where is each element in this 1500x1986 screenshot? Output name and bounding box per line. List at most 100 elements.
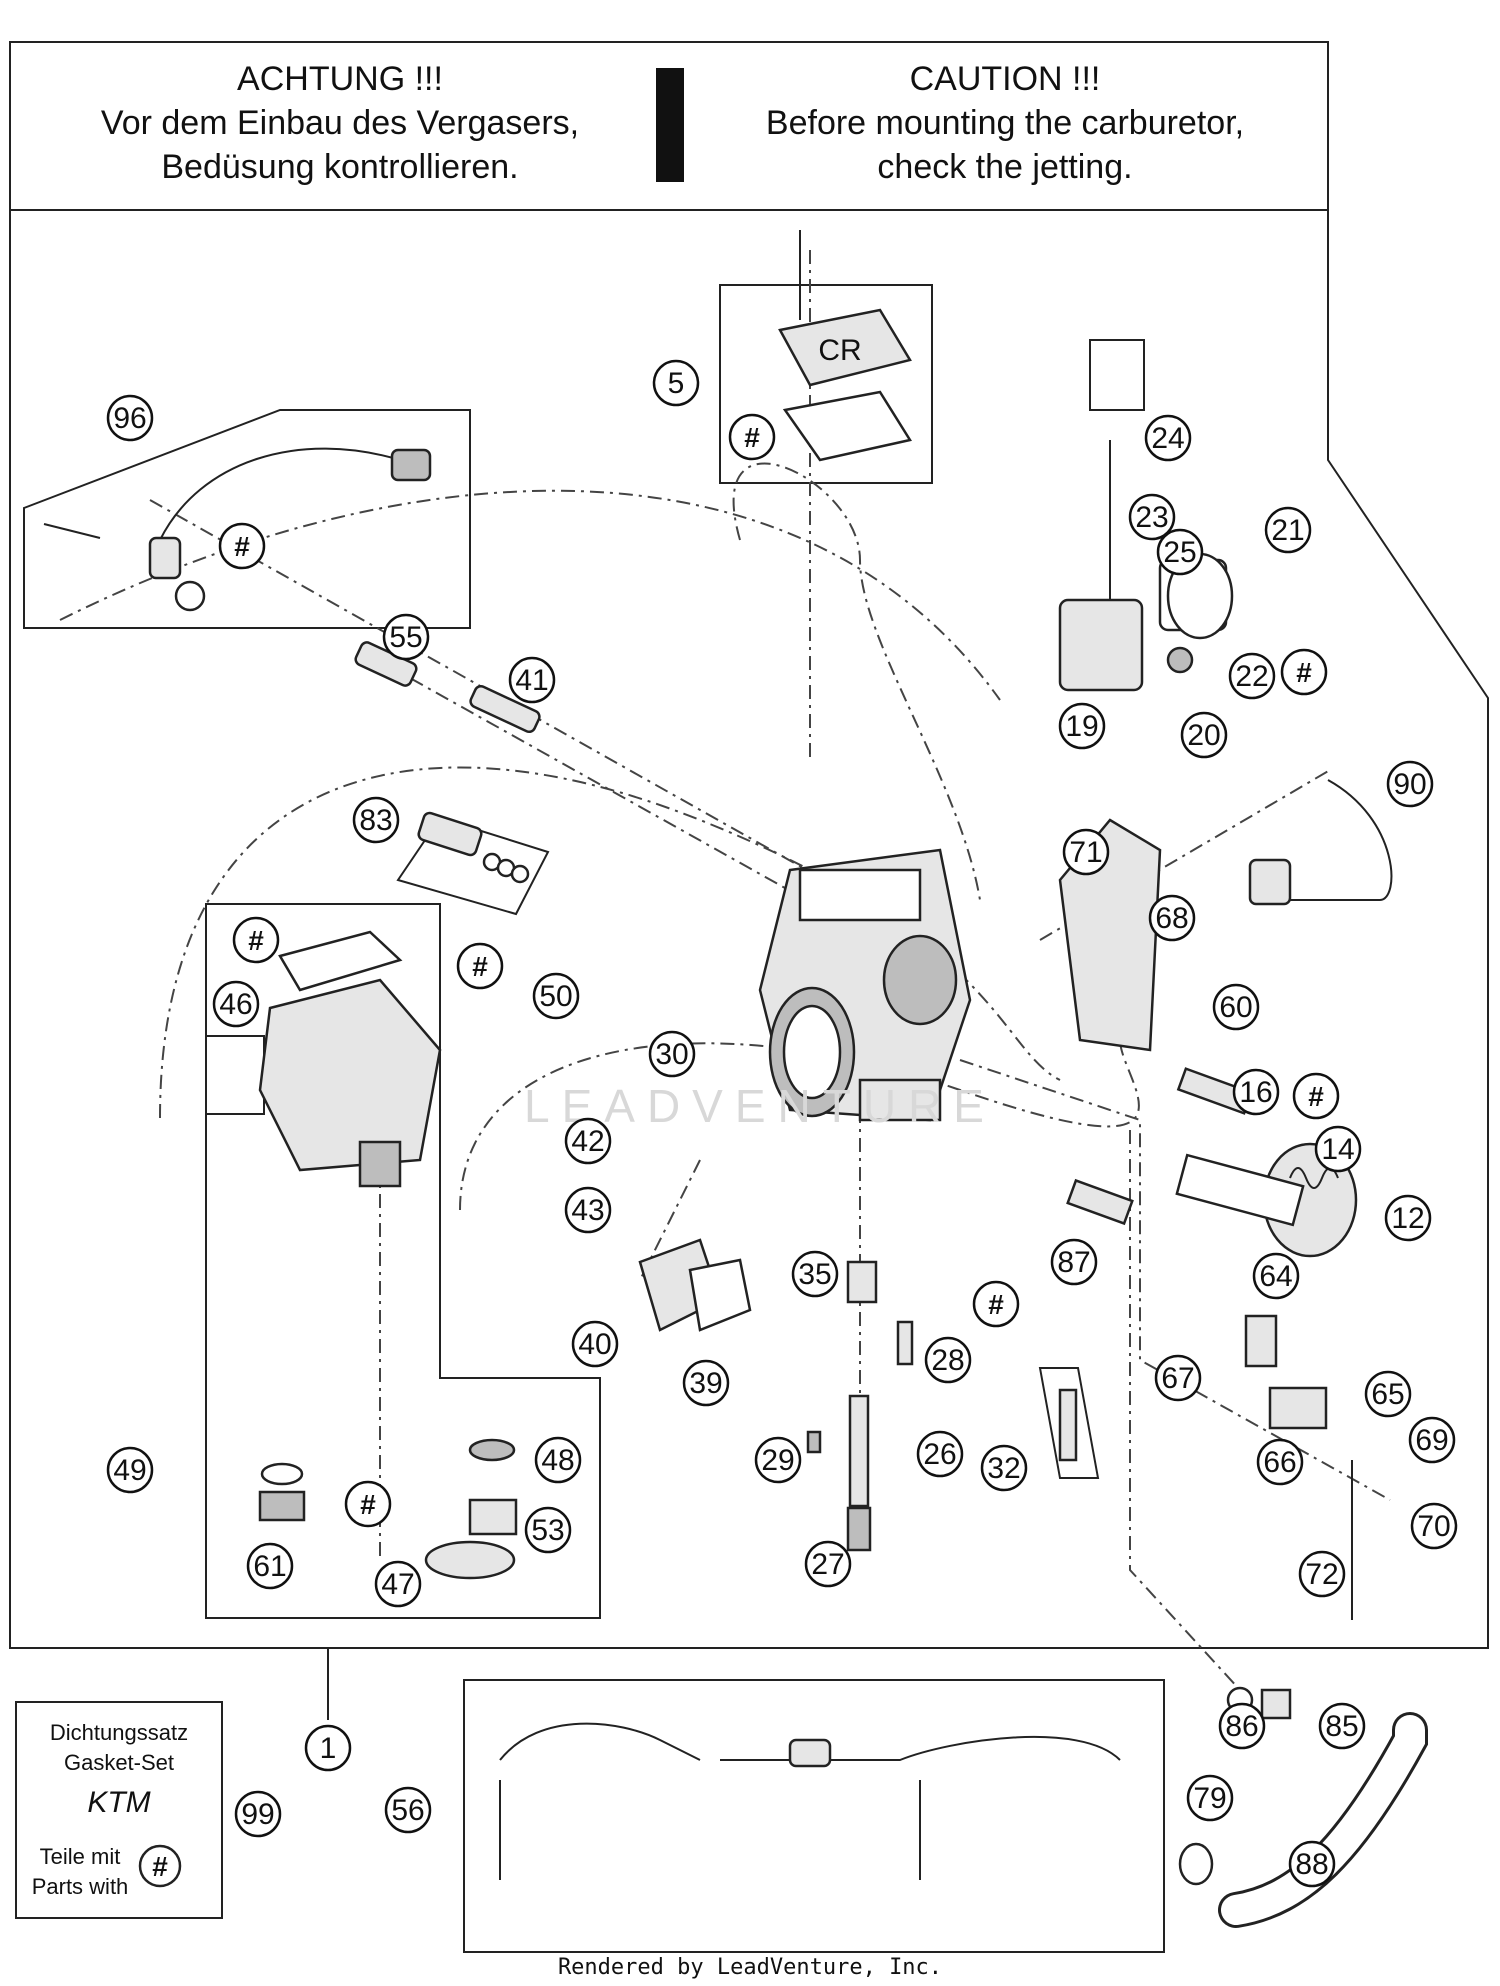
callout-26: 26 [916,1430,964,1478]
float-bowl-group-box [205,903,601,1619]
callout-number: 28 [931,1344,964,1377]
callout-number: 32 [987,1452,1020,1485]
callout-number: 55 [389,621,422,654]
callout-number: 66 [1263,1446,1296,1479]
hash-marker: # [456,942,504,990]
callout-number: 87 [1057,1246,1090,1279]
callout-30: 30 [648,1030,696,1078]
callout-12: 12 [1384,1194,1432,1242]
callout-number: 21 [1271,514,1304,547]
idle-screws [354,641,541,734]
callout-number: 48 [541,1444,574,1477]
callout-number: 65 [1371,1378,1404,1411]
callout-29: 29 [754,1436,802,1484]
throttle-sensor-assembly [43,447,432,612]
hose-path-upper [59,489,1001,701]
callout-number: 16 [1239,1076,1272,1109]
callout-24: 24 [1144,414,1192,462]
callout-56: 56 [384,1786,432,1834]
callout-60: 60 [1212,983,1260,1031]
callout-number: 41 [515,664,548,697]
callout-number: 14 [1321,1133,1354,1166]
callout-number: 85 [1325,1710,1358,1743]
callout-21: 21 [1264,506,1312,554]
carburetor-body [758,848,972,1122]
gasket-set-box [15,1701,223,1919]
parts-with-label-en: Parts with [32,1874,129,1899]
callout-25: 25 [1156,528,1204,576]
callout-number: 61 [253,1550,286,1583]
callout-number: 79 [1193,1782,1226,1815]
callout-number: 5 [668,367,685,400]
center-line-screws [359,649,861,931]
callout-16: 16 [1232,1068,1280,1116]
callout-53: 53 [524,1506,572,1554]
callout-number: 69 [1415,1424,1448,1457]
callout-number: 88 [1295,1848,1328,1881]
hotstart-fitting [417,811,530,884]
callout-number: 71 [1069,836,1102,869]
caution-line2-en: check the jetting. [877,148,1132,186]
callout-42: 42 [564,1117,612,1165]
hose-group-box [463,1679,1165,1953]
throttle-linkage [1058,818,1358,1620]
hose-path-center [732,462,981,901]
callout-28: 28 [924,1336,972,1384]
callout-86: 86 [1218,1702,1266,1750]
callout-number: 72 [1305,1558,1338,1591]
callout-number: 19 [1065,710,1098,743]
hash-marker: # [232,916,280,964]
center-line-hotstart [639,1159,701,1281]
callout-14: 14 [1314,1125,1362,1173]
callout-90: 90 [1386,760,1434,808]
callout-40: 40 [571,1320,619,1368]
callout-49: 49 [106,1446,154,1494]
sensor-group-box [23,409,471,629]
caution-line1-en: Before mounting the carburetor, [766,104,1244,142]
callout-41: 41 [508,656,556,704]
callout-number: 35 [798,1258,831,1291]
hash-marker-text: # [1308,1081,1324,1112]
callout-67: 67 [1154,1354,1202,1402]
exclamation-bar [656,68,684,172]
callout-70: 70 [1410,1502,1458,1550]
lid-label: CR [818,334,861,367]
lid-group-box [719,284,933,484]
callout-number: 27 [811,1548,844,1581]
callout-number: 1 [320,1732,337,1765]
callout-number: 70 [1417,1510,1450,1543]
callout-number: 39 [689,1367,722,1400]
callout-47: 47 [374,1560,422,1608]
callout-88: 88 [1288,1840,1336,1888]
callout-number: 24 [1151,422,1184,455]
callout-number: 23 [1135,501,1168,534]
callout-number: 22 [1235,660,1268,693]
exclamation-dot [656,160,684,182]
callout-83: 83 [352,796,400,844]
callout-39: 39 [682,1359,730,1407]
hash-marker-text: # [360,1489,376,1520]
drain-fittings [1066,1178,1292,1720]
callout-number: 83 [359,804,392,837]
assembly-outline [9,210,1489,1649]
callout-number: 25 [1163,536,1196,569]
callout-71: 71 [1062,828,1110,876]
callout-22: 22 [1228,652,1276,700]
hash-marker-text: # [234,531,250,562]
callout-number: 26 [923,1438,956,1471]
callout-65: 65 [1364,1370,1412,1418]
hotstart-plunger [638,1238,752,1332]
callout-35: 35 [791,1250,839,1298]
callout-50: 50 [532,972,580,1020]
hash-marker: # [1292,1072,1340,1120]
callout-23: 23 [1128,493,1176,541]
callout-number: 90 [1393,768,1426,801]
parts-with-label-de: Teile mit [40,1844,121,1869]
callout-87: 87 [1050,1238,1098,1286]
gasket-set-label-de: Dichtungssatz [50,1720,188,1745]
callout-55: 55 [382,613,430,661]
callout-66: 66 [1256,1438,1304,1486]
throttle-valve-group [1058,440,1234,692]
